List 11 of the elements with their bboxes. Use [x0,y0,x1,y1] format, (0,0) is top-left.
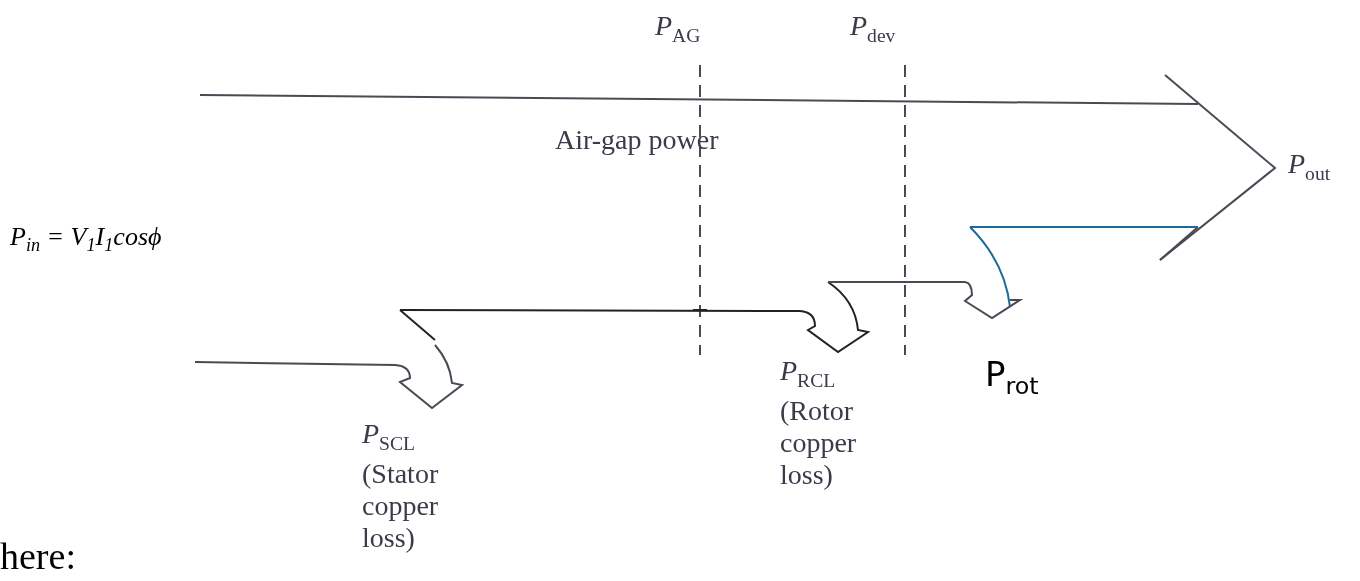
loss-label: (Stator copper loss) [362,458,440,555]
loss-label: (Rotor copper loss) [780,395,858,492]
power-symbol: P$_{AG}$ [655,10,701,48]
equation: P$_{in}$ = V$_{1}$I$_{1}$cosϕ [10,222,162,257]
power-symbol: P$_{out}$ [1288,148,1331,186]
power-symbol: P$_{SCL}$ [362,418,416,456]
power-symbol: P$_{RCL}$ [780,355,836,393]
flow-label: Air-gap power [555,124,719,157]
power-symbol: P$_{rot}$ [985,355,1039,401]
power-symbol: P$_{dev}$ [850,10,896,48]
caption-text: here: [0,535,76,579]
